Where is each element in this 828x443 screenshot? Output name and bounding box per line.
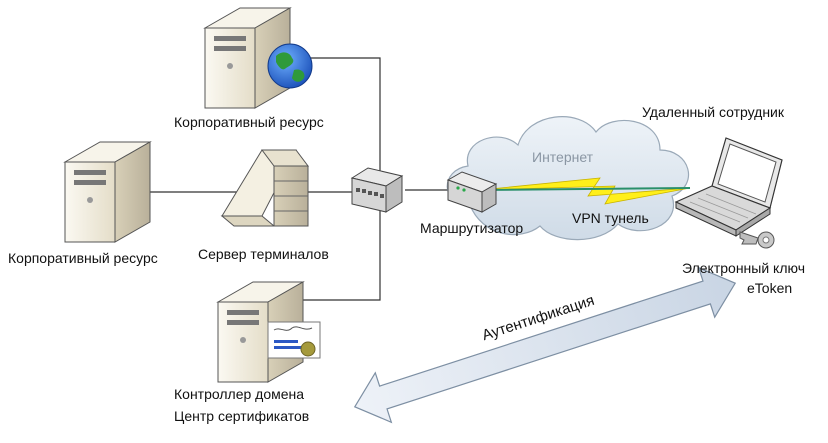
label-corp-resource-top: Корпоративный ресурс [174, 114, 324, 130]
internet-cloud [446, 116, 690, 241]
server-corporate-left [63, 141, 152, 243]
label-domain-controller-line2: Центр сертификатов [174, 408, 310, 424]
router [446, 171, 498, 213]
label-router: Маршрутизатор [420, 220, 524, 236]
label-vpn-tunnel: VPN тунель [572, 210, 649, 226]
globe-icon [267, 43, 313, 89]
label-etoken-line1: Электронный ключ [682, 260, 805, 276]
label-corp-resource-left: Корпоративный ресурс [8, 250, 158, 266]
network-switch [350, 167, 404, 213]
server-domain-controller [216, 281, 321, 383]
terminal-server [220, 149, 309, 227]
laptop [674, 137, 783, 237]
authentication-arrow [353, 266, 737, 424]
label-terminal-server: Сервер терминалов [198, 246, 329, 262]
server-corporate-top [203, 7, 313, 109]
key-icon [739, 231, 775, 249]
label-remote-employee: Удаленный сотрудник [642, 104, 785, 120]
label-etoken-line2: eToken [747, 280, 793, 296]
label-domain-controller-line1: Контроллер домена [174, 386, 305, 402]
lightning-icon [479, 177, 691, 205]
certificate-icon [267, 321, 321, 359]
label-internet: Интернет [532, 149, 594, 165]
